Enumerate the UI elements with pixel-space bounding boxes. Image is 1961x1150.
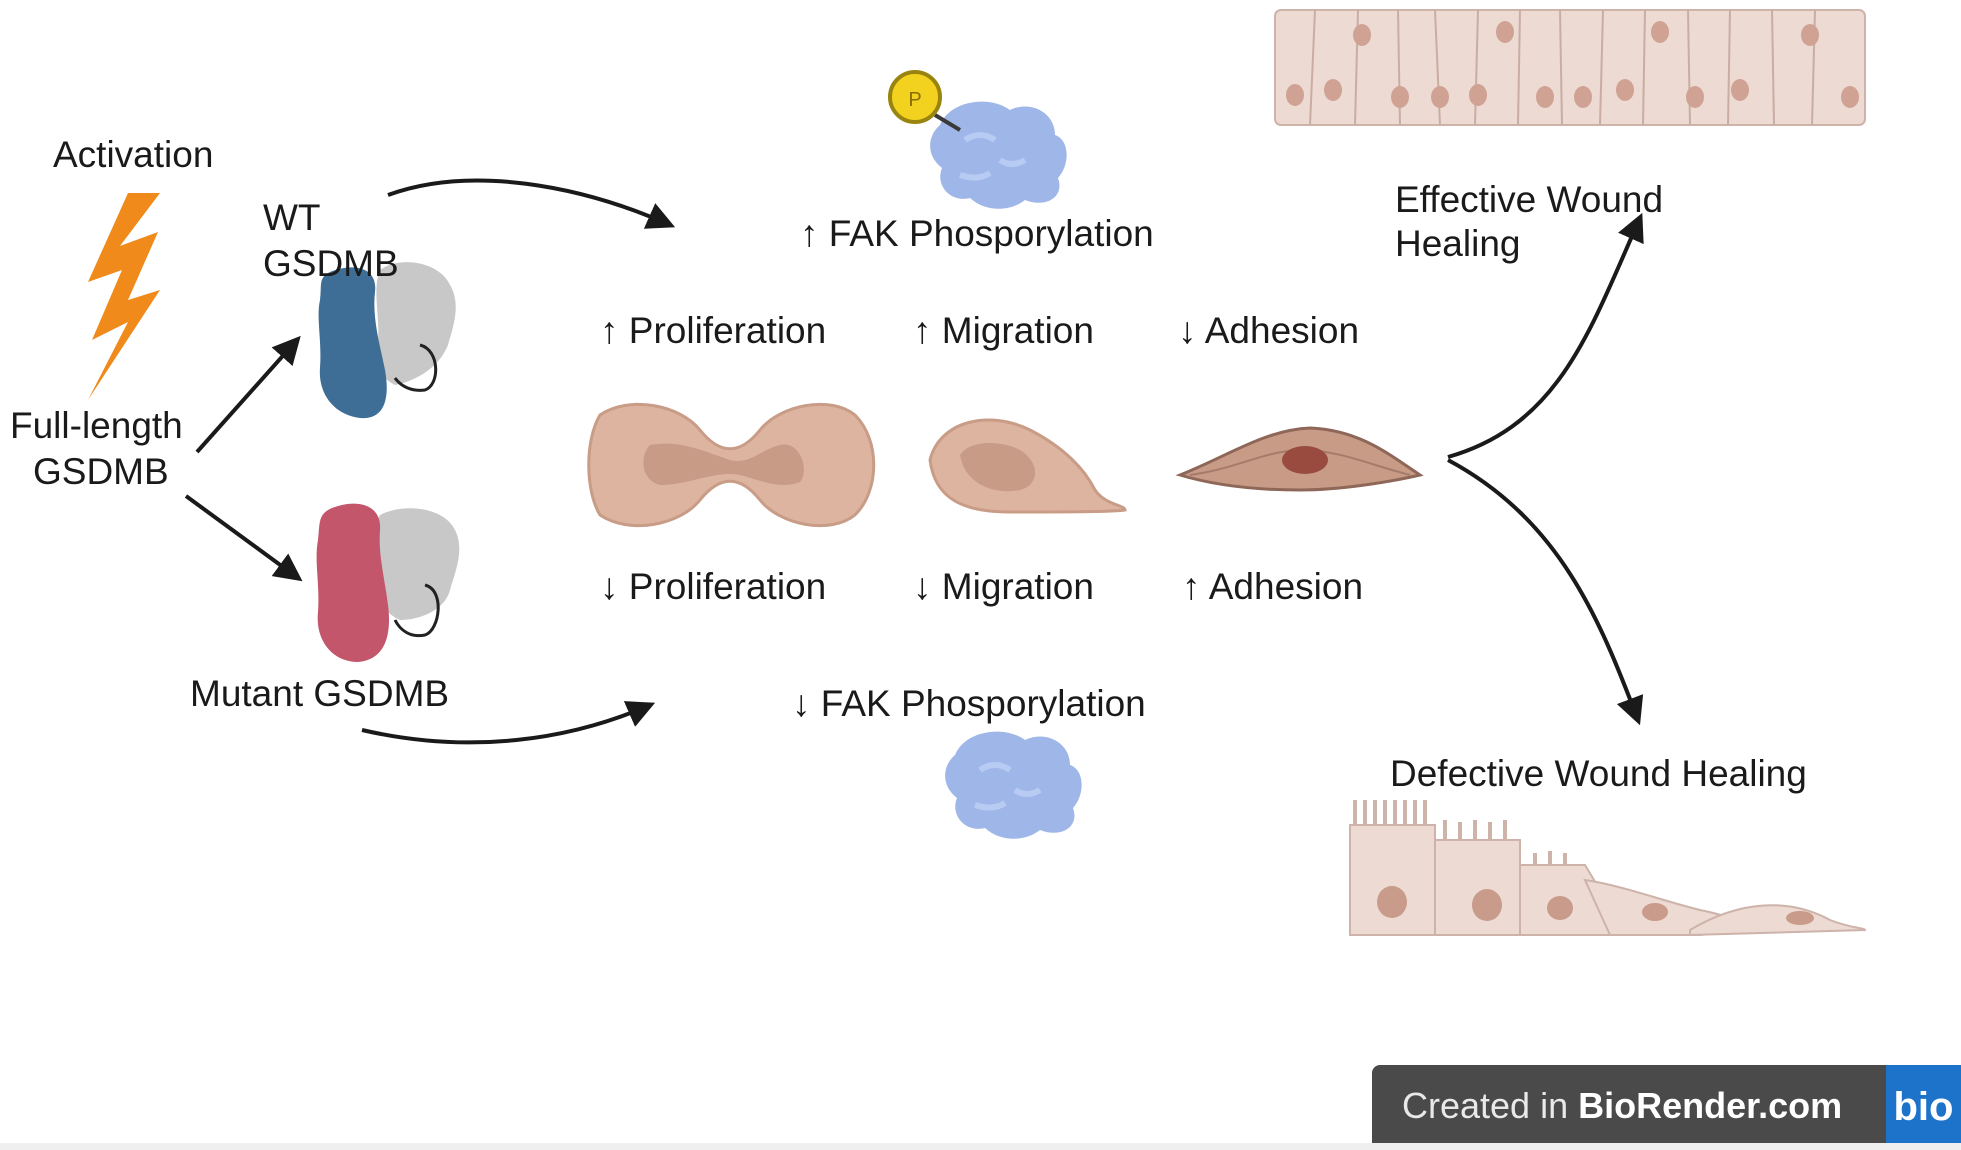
adherent-cell <box>1175 426 1424 492</box>
arrow-full-length-to-mutant <box>184 494 303 582</box>
defective-epithelium <box>1349 800 1867 937</box>
badge-brand: BioRender.com <box>1578 1085 1843 1126</box>
arrow-to-effective-healing <box>1447 212 1644 459</box>
defective-healing-label: Defective Wound Healing <box>1390 753 1807 794</box>
migration-up-label: ↑ Migration <box>913 310 1094 351</box>
fak-protein <box>945 731 1082 839</box>
badge-prefix: Created in <box>1402 1085 1579 1126</box>
wt-label-line1: WT <box>263 197 321 238</box>
effective-healing-label-line1: Effective Wound <box>1395 179 1664 220</box>
fak-down-label: ↓ FAK Phosporylation <box>792 683 1146 724</box>
full-length-label-line1: Full-length <box>10 405 183 446</box>
mutant-gsdmb-protein <box>316 503 460 662</box>
proliferation-up-label: ↑ Proliferation <box>600 310 827 351</box>
wt-gsdmb-protein <box>318 262 456 419</box>
activation-label: Activation <box>53 134 214 175</box>
effective-healing-label-line2: Healing <box>1395 223 1521 264</box>
dividing-cell <box>587 402 876 528</box>
adhesion-down-label: ↓ Adhesion <box>1178 310 1360 351</box>
arrow-wt-to-outcomes <box>387 178 676 229</box>
arrow-to-defective-healing <box>1447 458 1644 726</box>
biorender-logo-icon: bio <box>1886 1065 1961 1150</box>
mutant-label: Mutant GSDMB <box>190 673 450 714</box>
proliferation-down-label: ↓ Proliferation <box>600 566 827 607</box>
lightning-bolt-icon <box>88 193 160 400</box>
arrow-full-length-to-wt <box>195 335 301 454</box>
bottom-strip <box>0 1143 1961 1150</box>
migration-down-label: ↓ Migration <box>913 566 1094 607</box>
phospho-label: P <box>908 89 921 111</box>
migrating-cell <box>928 418 1127 514</box>
adhesion-up-label: ↑ Adhesion <box>1182 566 1364 607</box>
wt-label-line2: GSDMB <box>263 243 399 284</box>
arrow-mutant-to-outcomes <box>361 701 656 745</box>
healthy-epithelium <box>1274 9 1866 126</box>
fak-up-label: ↑ FAK Phosporylation <box>800 213 1154 254</box>
biorender-badge[interactable]: Created in BioRender.com bio <box>1372 1065 1961 1150</box>
fak-phosphorylated-protein <box>888 70 1067 209</box>
badge-text: Created in BioRender.com <box>1402 1085 1842 1127</box>
full-length-label-line2: GSDMB <box>33 451 169 492</box>
